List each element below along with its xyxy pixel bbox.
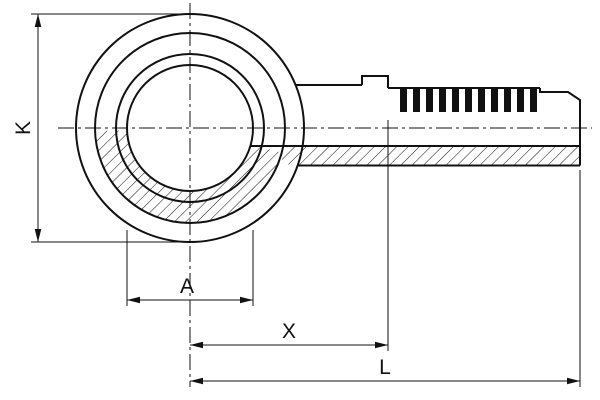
dimension-x-label: X — [282, 320, 296, 343]
barb-tooth — [413, 88, 420, 112]
stem-tip-outline — [539, 88, 581, 166]
eye-section-hatch — [95, 130, 282, 223]
x-arrow-left — [190, 341, 203, 349]
dimension-l-label: L — [379, 356, 391, 379]
banjo-eye — [75, 13, 305, 243]
dimension-a-label: A — [180, 275, 194, 298]
barb-serrations — [400, 88, 537, 112]
barb-tooth — [504, 88, 511, 112]
hose-stop-collar — [361, 75, 389, 88]
l-arrow-right — [567, 377, 580, 385]
dimension-k — [31, 13, 187, 243]
barb-tooth — [530, 88, 537, 112]
barb-tooth — [491, 88, 498, 112]
a-arrow-right — [240, 296, 253, 304]
x-arrow-right — [375, 341, 388, 349]
barb-tooth — [478, 88, 485, 112]
barb-tooth — [517, 88, 524, 112]
eye-wall-circle — [94, 32, 286, 224]
dimension-k-label: K — [12, 121, 35, 135]
stem-section-hatch — [282, 146, 580, 165]
l-arrow-left — [190, 377, 203, 385]
a-arrow-left — [127, 296, 140, 304]
barb-tooth — [426, 88, 433, 112]
eye-bore-circle — [126, 64, 254, 192]
k-arrow-down — [34, 229, 42, 242]
barb-tooth — [465, 88, 472, 112]
barb-tooth — [439, 88, 446, 112]
k-arrow-up — [34, 14, 42, 27]
barb-tooth — [452, 88, 459, 112]
barb-tooth — [400, 88, 407, 112]
eye-outer-circle — [75, 13, 305, 243]
eye-chamfer-circle — [115, 53, 265, 203]
dimension-a — [126, 230, 254, 306]
dimension-l — [190, 170, 581, 387]
dimension-x — [190, 120, 389, 351]
